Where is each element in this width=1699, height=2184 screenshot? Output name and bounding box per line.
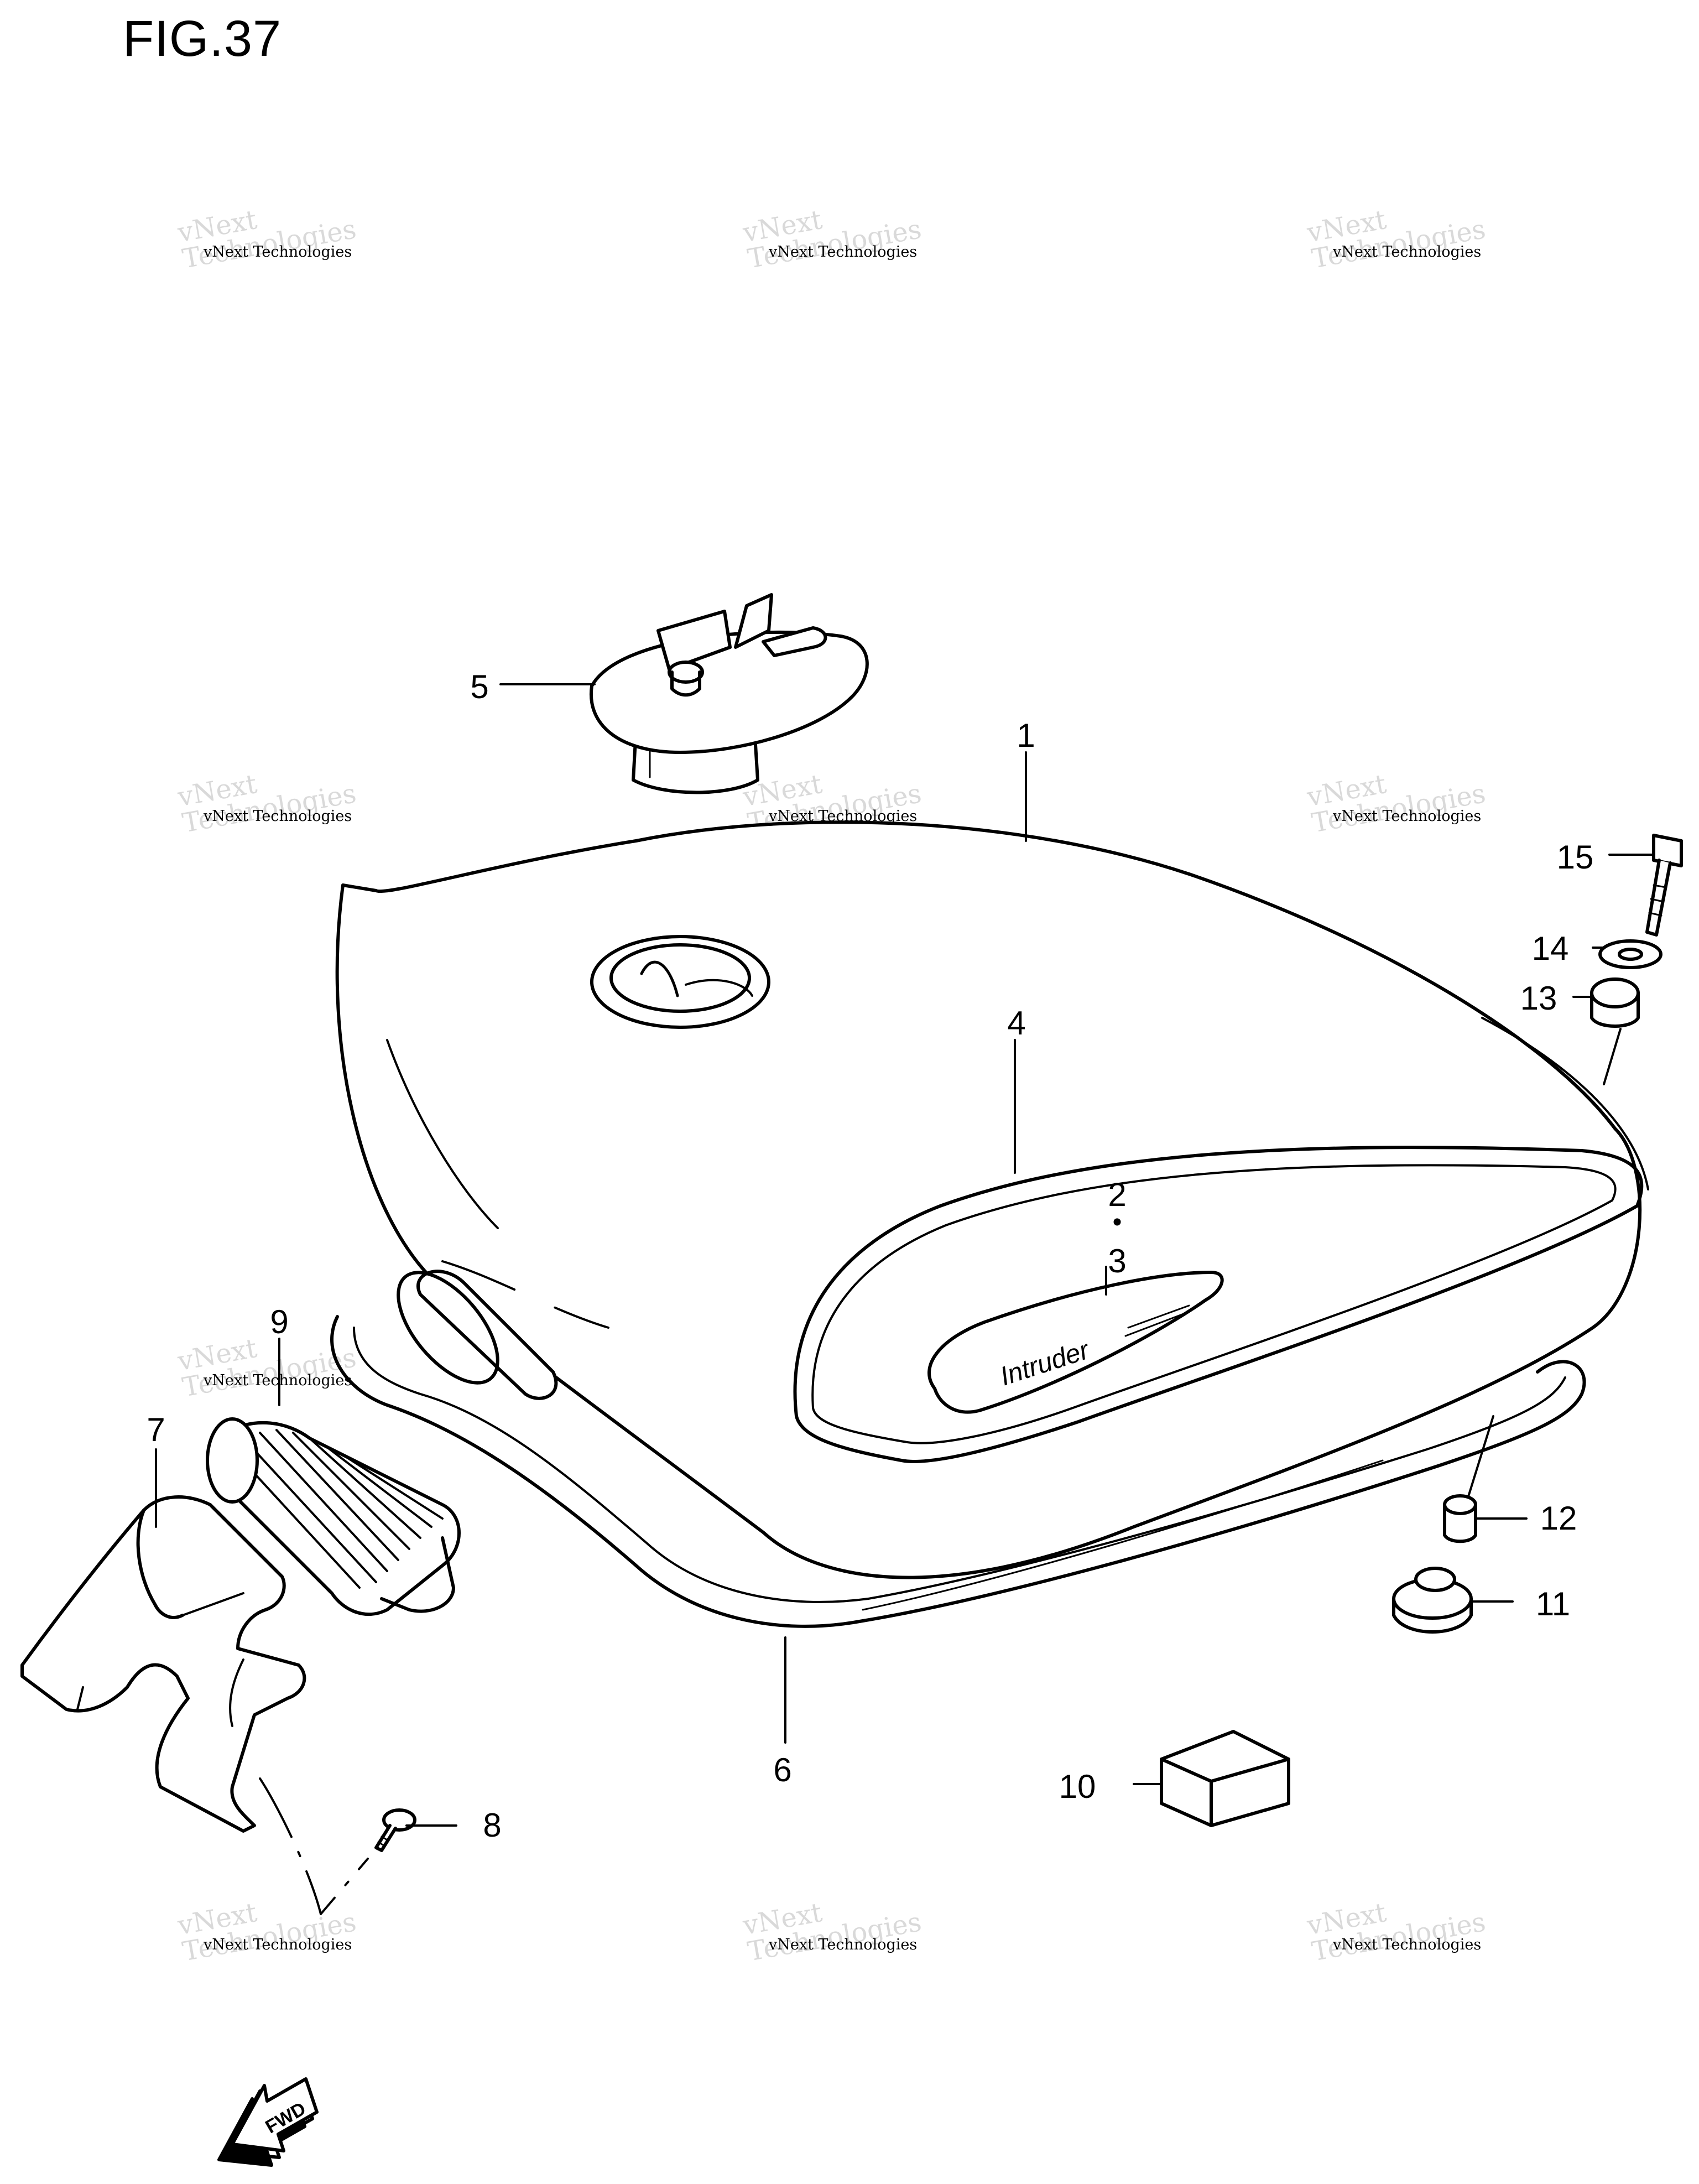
callout-dot: •	[1113, 1208, 1122, 1237]
collar	[1443, 1494, 1477, 1543]
callout-10: 10	[1059, 1768, 1096, 1805]
screw	[374, 1808, 416, 1852]
tank-trim-strip	[330, 1315, 1586, 1628]
callout-9: 9	[270, 1303, 288, 1340]
callout-13: 13	[1520, 980, 1557, 1017]
tank-side-panel	[793, 1146, 1644, 1463]
callout-7: 7	[147, 1411, 165, 1448]
callout-labels: 1 2 • 3 4 5 6 7 8 9 10 11 12 13 14 15	[147, 668, 1593, 1844]
callout-12: 12	[1540, 1500, 1577, 1537]
callout-3: 3	[1108, 1242, 1126, 1280]
washer	[1598, 939, 1662, 969]
callout-1: 1	[1017, 717, 1035, 754]
mounting-bracket	[20, 1495, 306, 1833]
fuel-tank	[335, 820, 1649, 1579]
bolt	[1645, 834, 1683, 937]
leader-lines	[155, 683, 1655, 1915]
callout-14: 14	[1532, 930, 1569, 967]
rubber-cushion	[206, 1417, 461, 1616]
callout-4: 4	[1007, 1005, 1025, 1042]
fuel-cap	[589, 593, 869, 794]
tank-cushion	[1392, 1567, 1473, 1634]
forward-arrow-icon: FWD	[217, 2077, 319, 2167]
callout-15: 15	[1557, 839, 1594, 876]
rubber-block	[1160, 1730, 1290, 1827]
callout-5: 5	[470, 668, 488, 705]
callout-11: 11	[1536, 1585, 1570, 1623]
figure-title: FIG.37	[123, 11, 282, 67]
cushion-rubber	[1590, 977, 1640, 1028]
callout-6: 6	[773, 1751, 791, 1788]
callout-2: 2	[1108, 1176, 1126, 1213]
callout-8: 8	[483, 1807, 501, 1844]
